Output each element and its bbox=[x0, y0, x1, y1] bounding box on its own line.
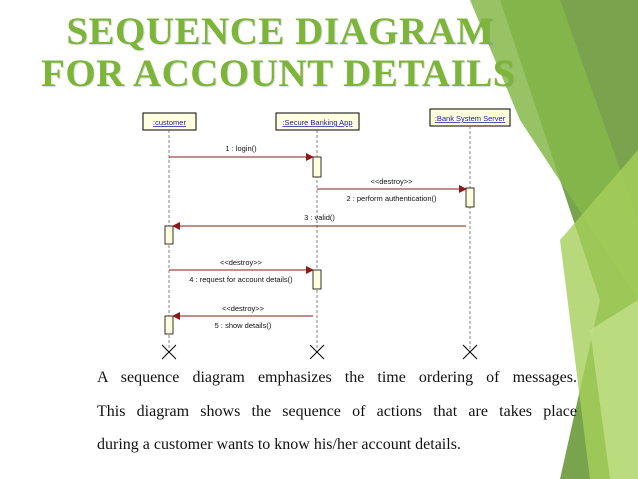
lifeline-label-app: :Secure Banking App bbox=[282, 118, 352, 127]
body-text-line-1: A sequence diagram emphasizes the time o… bbox=[97, 369, 577, 386]
activation-bar-4 bbox=[312, 269, 322, 290]
activation-bar-2 bbox=[465, 187, 475, 208]
destroy-mark-customer-b bbox=[161, 344, 177, 360]
message-label-4: 4 : request for account details() bbox=[189, 275, 293, 284]
title-line-2: FOR ACCOUNT DETAILS bbox=[41, 52, 515, 95]
message-label-3: 3 : valid() bbox=[304, 213, 335, 222]
lifeline-label-server: :Bank System Server bbox=[435, 114, 506, 123]
destroy-mark-server-b bbox=[462, 344, 478, 360]
diagram-layer: :customer :Secure Banking App :Bank System… bbox=[142, 108, 511, 360]
message-label-1: 1 : login() bbox=[225, 144, 257, 153]
activation-bar-3 bbox=[164, 225, 174, 245]
message-label-2: 2 : perform authentication() bbox=[346, 194, 437, 203]
message-label-5: 5 : show details() bbox=[215, 321, 272, 330]
body-text-line-3: during a customer wants to know his/her … bbox=[97, 436, 461, 453]
deco-green-shape-pale bbox=[590, 300, 638, 479]
destroy-mark-app-b bbox=[309, 344, 325, 360]
activation-bar-5 bbox=[164, 315, 174, 335]
lifeline-box-app bbox=[275, 112, 360, 131]
lifeline-box-customer bbox=[142, 112, 197, 131]
message-stereotype-4: <<destroy>> bbox=[220, 258, 263, 267]
message-stereotype-5: <<destroy>> bbox=[222, 304, 265, 313]
lifeline-label-customer: :customer bbox=[153, 118, 186, 127]
message-stereotype-2: <<destroy>> bbox=[370, 177, 413, 186]
activation-bar-1 bbox=[312, 156, 322, 178]
body-text-line-2: This diagram shows the sequence of actio… bbox=[97, 403, 577, 420]
title-line-1: SEQUENCE DIAGRAM bbox=[66, 10, 494, 53]
